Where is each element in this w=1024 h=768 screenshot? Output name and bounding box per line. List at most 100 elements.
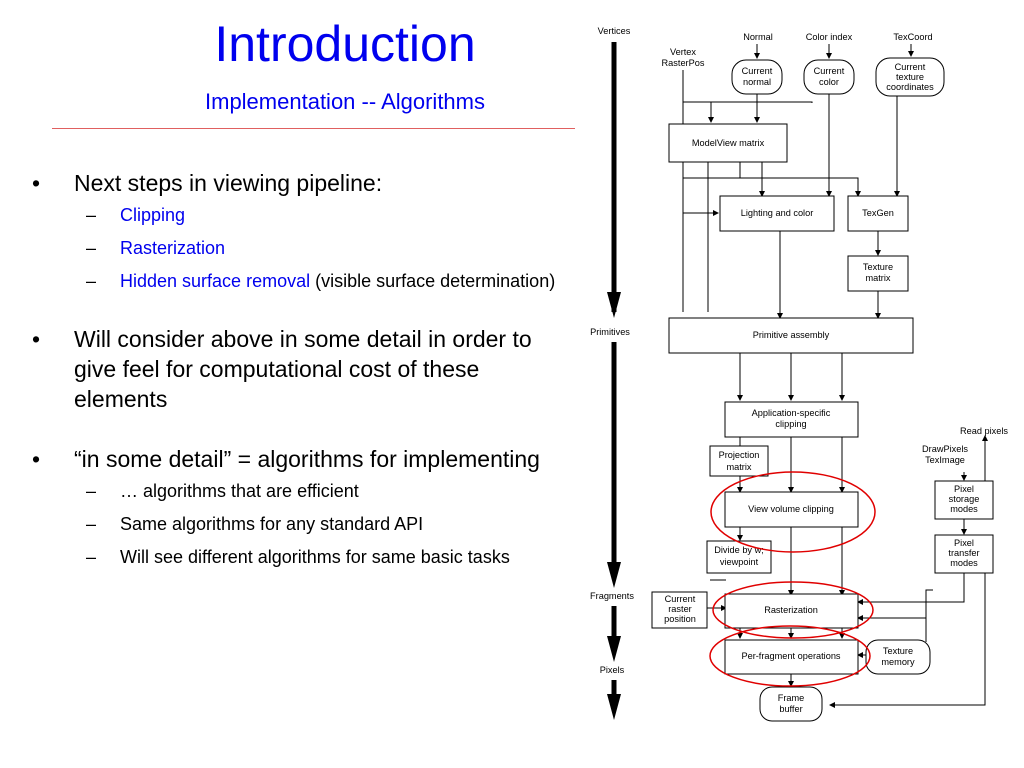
bullet-item: • Next steps in viewing pipeline: – Clipp… bbox=[30, 168, 570, 294]
input-normal: Normal bbox=[743, 32, 773, 42]
texture-memory-box bbox=[865, 639, 931, 675]
input-vertex: Vertex bbox=[670, 47, 696, 57]
bullet-list: • Next steps in viewing pipeline: – Clipp… bbox=[30, 168, 570, 600]
pixel-storage-label: Pixel bbox=[954, 484, 974, 494]
texture-memory-label: Texture bbox=[883, 646, 913, 656]
current-texcoords-label: coordinates bbox=[886, 82, 934, 92]
projection-matrix-label: Projection bbox=[719, 450, 760, 460]
pixel-storage-box bbox=[934, 480, 994, 520]
stage-label-pixels: Pixels bbox=[600, 665, 625, 675]
bullet-text: Next steps in viewing pipeline: bbox=[74, 170, 383, 196]
sub-bullet-item: –Hidden surface removal (visible surface… bbox=[74, 268, 570, 294]
pixel-storage-label: modes bbox=[950, 504, 978, 514]
pixel-storage-label: storage bbox=[949, 494, 980, 504]
sub-bullet-dash: – bbox=[86, 547, 97, 567]
bullet-dot: • bbox=[32, 326, 41, 352]
bullet-dot: • bbox=[32, 170, 41, 196]
pixel-transfer-label: modes bbox=[950, 558, 978, 568]
input-texcoord: TexCoord bbox=[893, 32, 932, 42]
modelview-matrix-label: ModelView matrix bbox=[692, 138, 765, 148]
highlight-ellipses bbox=[709, 471, 876, 687]
app-clipping-box bbox=[724, 401, 859, 438]
pixel-transfer-label: transfer bbox=[948, 548, 979, 558]
current-normal-label: normal bbox=[743, 77, 771, 87]
bullet-text: Will consider above in some detail in or… bbox=[74, 326, 532, 412]
input-rasterpos: RasterPos bbox=[662, 58, 705, 68]
current-texcoords-label: texture bbox=[896, 72, 924, 82]
frame-buffer-label: Frame bbox=[778, 693, 805, 703]
stage-label-primitives: Primitives bbox=[590, 327, 630, 337]
divide-by-w-box bbox=[706, 540, 772, 574]
title-divider bbox=[52, 128, 575, 129]
sub-bullet-dash: – bbox=[86, 514, 97, 534]
slide-title: Introduction bbox=[214, 16, 476, 72]
texgen-box bbox=[847, 195, 909, 232]
app-clipping-label: Application-specific bbox=[752, 408, 831, 418]
divide-by-w-label: viewpoint bbox=[720, 557, 759, 567]
current-raster-label: Current bbox=[665, 594, 696, 604]
bullet-dot: • bbox=[32, 446, 41, 472]
sub-bullet-list: –… algorithms that are efficient –Same a… bbox=[74, 478, 570, 570]
frame-buffer-box bbox=[759, 686, 823, 722]
lighting-color-label: Lighting and color bbox=[741, 208, 814, 218]
drawpixels-label: DrawPixels bbox=[922, 444, 968, 454]
rasterization-highlight bbox=[712, 581, 874, 639]
clipping-highlight bbox=[710, 471, 876, 553]
current-texcoords-label: Current bbox=[895, 62, 926, 72]
current-texcoords-box bbox=[875, 57, 945, 97]
projection-matrix-box bbox=[709, 445, 769, 477]
bullet-item: • Will consider above in some detail in … bbox=[30, 324, 570, 414]
sub-bullet-item: – Clipping bbox=[74, 202, 570, 228]
per-fragment-label: Per-fragment operations bbox=[741, 651, 840, 661]
input-color-index: Color index bbox=[806, 32, 853, 42]
frame-buffer-label: buffer bbox=[779, 704, 802, 714]
per-fragment-box bbox=[724, 639, 859, 675]
per-fragment-highlight bbox=[709, 625, 871, 687]
primitive-assembly-box bbox=[668, 317, 914, 354]
app-clipping-label: clipping bbox=[775, 419, 806, 429]
view-volume-clipping-box bbox=[724, 491, 859, 528]
primitive-assembly-label: Primitive assembly bbox=[753, 330, 830, 340]
bullet-text: “in some detail” = algorithms for implem… bbox=[74, 446, 540, 472]
texgen-label: TexGen bbox=[862, 208, 894, 218]
current-raster-label: position bbox=[664, 614, 696, 624]
sub-bullet-dash: – bbox=[86, 205, 97, 225]
current-color-label: color bbox=[819, 77, 839, 87]
texture-matrix-label: Texture bbox=[863, 262, 893, 272]
pipeline-svg: Vertices Primitives Fragments Pixels Nor… bbox=[590, 26, 1008, 722]
sub-bullet-highlight: Rasterization bbox=[120, 238, 226, 258]
sub-bullet-item: – Will see different algorithms for same … bbox=[74, 544, 570, 570]
sub-bullet-text: (visible surface determination) bbox=[310, 271, 556, 291]
pixel-transfer-label: Pixel bbox=[954, 538, 974, 548]
current-normal-label: Current bbox=[742, 66, 773, 76]
rasterization-box bbox=[724, 593, 859, 629]
sub-bullet-text: Will see different algorithms for same b… bbox=[120, 547, 510, 567]
view-volume-clipping-label: View volume clipping bbox=[748, 504, 834, 514]
sub-bullet-dash: – bbox=[86, 238, 97, 258]
current-raster-label: raster bbox=[668, 604, 692, 614]
pixel-transfer-box bbox=[934, 534, 994, 574]
bullet-item: • “in some detail” = algorithms for impl… bbox=[30, 444, 570, 570]
texture-memory-label: memory bbox=[881, 657, 915, 667]
slide-subtitle: Implementation -- Algorithms bbox=[205, 89, 485, 114]
stage-flow-arrows bbox=[607, 42, 621, 720]
opengl-pipeline-diagram: Vertices Primitives Fragments Pixels Nor… bbox=[585, 18, 1021, 730]
sub-bullet-text: Same algorithms for any standard API bbox=[120, 514, 424, 534]
stage-label-vertices: Vertices bbox=[598, 26, 631, 36]
sub-bullet-text: … algorithms that are efficient bbox=[120, 481, 359, 501]
teximage-label: TexImage bbox=[925, 455, 965, 465]
projection-matrix-label: matrix bbox=[726, 462, 751, 472]
sub-bullet-dash: – bbox=[86, 271, 97, 291]
texture-matrix-box bbox=[847, 255, 909, 292]
stage-label-fragments: Fragments bbox=[590, 591, 634, 601]
sub-bullet-list: – Clipping – Rasterization –Hidden surface… bbox=[74, 202, 570, 294]
sub-bullet-item: – Rasterization bbox=[74, 235, 570, 261]
connector-lines bbox=[682, 44, 914, 319]
rasterization-label: Rasterization bbox=[764, 605, 818, 615]
current-raster-box bbox=[651, 591, 708, 629]
current-color-label: Current bbox=[814, 66, 845, 76]
lighting-color-box bbox=[719, 195, 835, 232]
sub-bullet-highlight: Clipping bbox=[120, 205, 186, 225]
sub-bullet-item: –… algorithms that are efficient bbox=[74, 478, 570, 504]
sub-bullet-item: – Same algorithms for any standard API bbox=[74, 511, 570, 537]
